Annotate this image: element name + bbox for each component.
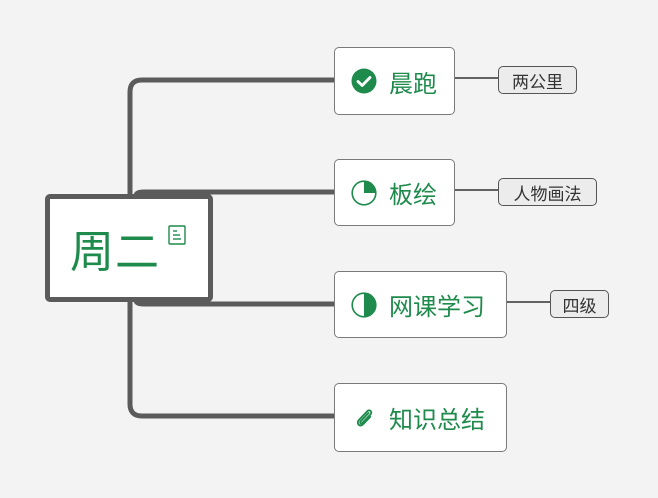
- progress-quarter-icon: [351, 179, 377, 206]
- branch-node-3[interactable]: 网课学习: [334, 271, 507, 338]
- connector-root-branch-4: [127, 297, 337, 419]
- branch-node-2[interactable]: 板绘: [334, 159, 455, 226]
- connector-root-branch-1: [127, 77, 337, 199]
- branch-node-4[interactable]: 知识总结: [334, 383, 507, 452]
- branch-note-2[interactable]: 人物画法: [498, 178, 597, 206]
- branch-label-4: 知识总结: [389, 406, 485, 434]
- branch-label-2: 板绘: [389, 181, 437, 209]
- checkmark-circle-icon: [351, 68, 377, 94]
- progress-half-icon: [351, 291, 377, 318]
- branch-note-3[interactable]: 四级: [550, 290, 609, 318]
- paperclip-icon: [356, 408, 373, 426]
- root-node[interactable]: 周二: [45, 194, 213, 302]
- note-icon[interactable]: [168, 225, 186, 245]
- root-label: 周二: [70, 227, 160, 278]
- branch-label-1: 晨跑: [389, 69, 437, 98]
- branch-note-1[interactable]: 两公里: [498, 66, 577, 94]
- branch-node-1[interactable]: 晨跑: [334, 47, 455, 115]
- branch-label-3: 网课学习: [389, 293, 485, 321]
